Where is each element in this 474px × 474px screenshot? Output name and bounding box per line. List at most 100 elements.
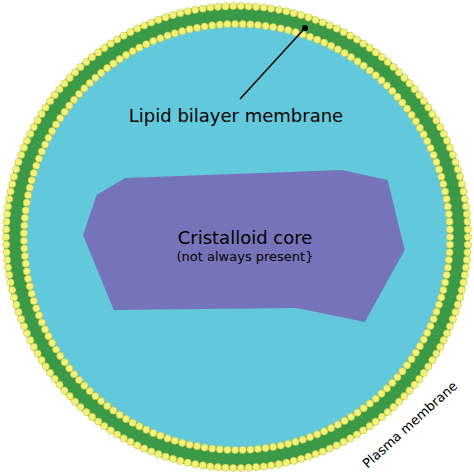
lipid-head xyxy=(348,54,355,61)
lipid-head xyxy=(33,305,40,312)
lipid-head xyxy=(340,28,347,35)
lipid-head xyxy=(230,464,237,471)
lipid-head xyxy=(123,415,130,422)
lipid-head xyxy=(366,67,373,74)
lipid-head xyxy=(389,379,396,386)
lipid-head xyxy=(30,169,37,176)
lipid-head xyxy=(440,337,447,344)
lipid-head xyxy=(319,19,326,26)
lipid-head xyxy=(9,180,16,187)
lipid-head xyxy=(7,188,14,195)
lipid-head xyxy=(366,44,373,51)
lipid-head xyxy=(321,428,328,435)
lipid-head xyxy=(446,249,453,256)
lipid-head xyxy=(424,329,431,336)
lipid-head xyxy=(127,438,134,445)
lipid-head xyxy=(230,2,237,9)
lipid-head xyxy=(354,409,361,416)
lipid-head xyxy=(353,431,360,438)
lipid-head xyxy=(53,346,60,353)
lipid-head xyxy=(224,446,231,453)
lipid-head xyxy=(443,271,450,278)
lipid-head xyxy=(425,363,432,370)
lipid-head xyxy=(214,464,221,471)
lipid-head xyxy=(104,402,111,409)
lipid-head xyxy=(378,390,385,397)
lipid-head xyxy=(443,330,450,337)
lipid-head xyxy=(129,48,136,55)
lipid-head xyxy=(95,418,102,425)
lipid-head xyxy=(232,20,239,27)
lipid-head xyxy=(452,308,459,315)
lipid-head xyxy=(416,124,423,131)
lipid-head xyxy=(143,41,150,48)
lipid-head xyxy=(134,442,141,449)
lipid-head xyxy=(194,24,201,31)
lipid-head xyxy=(120,435,127,442)
lipid-head xyxy=(3,241,10,248)
lipid-heads xyxy=(2,2,471,471)
lipid-head xyxy=(394,374,401,381)
lipid-head xyxy=(463,256,470,263)
lipid-head xyxy=(21,214,28,221)
lipid-head xyxy=(456,173,463,180)
lipid-head xyxy=(216,446,223,453)
lipid-head xyxy=(2,233,9,240)
lipid-head xyxy=(464,218,471,225)
lipid-head xyxy=(177,457,184,464)
lipid-head xyxy=(262,22,269,29)
lipid-head xyxy=(464,233,471,240)
lipid-head xyxy=(427,144,434,151)
lipid-head xyxy=(30,297,37,304)
lipid-head xyxy=(162,453,169,460)
lipid-head xyxy=(6,271,13,278)
lipid-head xyxy=(169,455,176,462)
lipid-head xyxy=(341,417,348,424)
lipid-head xyxy=(292,438,299,445)
lipid-head xyxy=(408,111,415,118)
lipid-head xyxy=(440,180,447,187)
lipid-head xyxy=(23,137,30,144)
lipid-head xyxy=(411,86,418,93)
lipid-head xyxy=(45,333,52,340)
lipid-head xyxy=(452,158,459,165)
lipid-head xyxy=(435,301,442,308)
lipid-head xyxy=(232,446,239,453)
lipid-head xyxy=(260,463,267,470)
lipid-head xyxy=(384,58,391,65)
lipid-head xyxy=(136,423,143,430)
lipid-head xyxy=(341,50,348,57)
lipid-head xyxy=(411,381,418,388)
lipid-head xyxy=(283,459,290,466)
lipid-head xyxy=(433,350,440,357)
lipid-head xyxy=(120,32,127,39)
lipid-head xyxy=(15,158,22,165)
lipid-head xyxy=(378,54,385,61)
lipid-head xyxy=(372,49,379,56)
lipid-head xyxy=(430,315,437,322)
lipid-head xyxy=(326,445,333,452)
lipid-head xyxy=(71,96,78,103)
lipid-head xyxy=(21,222,28,229)
lipid-head xyxy=(107,427,114,434)
lipid-head xyxy=(179,28,186,35)
lipid-head xyxy=(285,440,292,447)
lipid-head xyxy=(462,264,469,271)
lipid-head xyxy=(366,423,373,430)
lipid-head xyxy=(95,49,102,56)
core-title: Cristalloid core xyxy=(83,227,407,250)
lipid-head xyxy=(443,137,450,144)
lipid-head xyxy=(184,8,191,15)
lipid-head xyxy=(4,264,11,271)
lipid-head xyxy=(445,256,452,263)
lipid-head xyxy=(334,421,341,428)
lipid-head xyxy=(42,363,49,370)
lipid-head xyxy=(129,419,136,426)
lipid-head xyxy=(179,439,186,446)
lipid-head xyxy=(378,413,385,420)
lipid-head xyxy=(127,28,134,35)
lipid-head xyxy=(253,3,260,10)
lipid-head xyxy=(461,195,468,202)
lipid-head xyxy=(13,166,20,173)
lipid-head xyxy=(76,376,83,383)
